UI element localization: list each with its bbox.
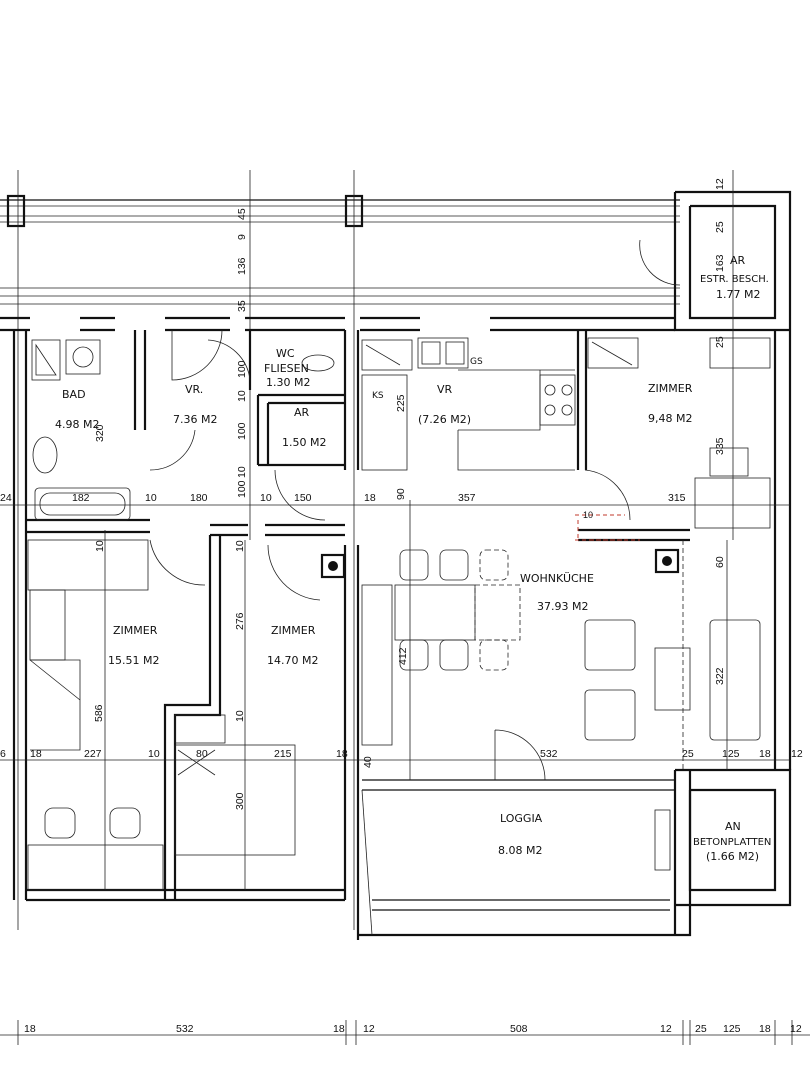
room-loggia-area: 8.08 M2 [498,844,542,857]
dim-m-10b: 10 [234,540,246,552]
dim-tr-25: 25 [714,221,726,233]
dimension-lines [0,170,810,1045]
dim-r2-40: 40 [362,756,374,768]
room-vr-mid-name: VR [437,383,453,396]
room-zimmer-mid-name: ZIMMER [271,624,316,637]
dim-top-35: 35 [236,300,248,312]
room-wc-name: WC [276,347,295,360]
dim-zimmer-mid-300: 300 [234,792,246,810]
room-zimmer-left-name: ZIMMER [113,624,158,637]
dim-m-10c: 10 [234,710,246,722]
room-ar-estr-area: 1.77 M2 [716,288,760,301]
fixtures [27,337,771,891]
room-zimmer-right-name: ZIMMER [648,382,693,395]
dim-r1-10a: 10 [145,492,157,504]
dim-b-18c: 18 [759,1023,771,1035]
dimension-text: 45 9 136 35 12 25 163 320 24 182 10 180 … [0,178,803,1035]
dim-b-25: 25 [695,1023,707,1035]
dim-b-12b: 12 [660,1023,672,1035]
dim-r2-125: 125 [722,748,740,760]
room-wc-area: 1.30 M2 [266,376,310,389]
dim-zimmer-left-586: 586 [93,704,105,722]
room-zimmer-mid-area: 14.70 M2 [267,654,318,667]
dim-r1-10b: 10 [260,492,272,504]
room-vr-mid-area: (7.26 M2) [418,413,471,426]
dim-r2-80: 80 [196,748,208,760]
room-an-sub: BETONPLATTEN [693,837,771,848]
room-loggia-name: LOGGIA [500,812,543,825]
room-labels: BAD 4.98 M2 VR. 7.36 M2 WC FLIESEN 1.30 … [55,254,771,863]
room-wohnkueche-area: 37.93 M2 [537,600,588,613]
dim-r2-215: 215 [274,748,292,760]
room-vr-left-name: VR. [185,383,203,396]
room-ks-label: KS [372,391,384,401]
dim-red-10: 10 [583,510,593,520]
dim-r1-357: 357 [458,492,476,504]
room-gs-label: GS [470,357,483,367]
room-ar-estr-name: AR [730,254,746,267]
dim-r2-532: 532 [540,748,558,760]
room-wc-sub: FLIESEN [264,362,309,375]
dim-v-100b: 100 [236,422,248,440]
dim-b-532: 532 [176,1023,194,1035]
dim-r2-6: 6 [0,748,6,760]
dim-r2-18c: 18 [759,748,771,760]
room-ar-name: AR [294,406,310,419]
dim-v-100a: 100 [236,360,248,378]
dim-r1-182: 182 [72,492,90,504]
dim-v-100c: 100 [236,480,248,498]
dim-b-12c: 12 [790,1023,802,1035]
room-bad-name: BAD [62,388,86,401]
dim-r1-180: 180 [190,492,208,504]
dim-r2-12: 12 [791,748,803,760]
dim-tr-12: 12 [714,178,726,190]
dim-r2-227: 227 [84,748,102,760]
room-ar-estr-sub: ESTR. BESCH. [700,274,769,285]
room-an-name: AN [725,820,741,833]
dim-m-322: 322 [714,667,726,685]
dim-b-18a: 18 [24,1023,36,1035]
dim-top-9: 9 [236,234,248,240]
dim-r2-18b: 18 [336,748,348,760]
dim-r2-25: 25 [682,748,694,760]
dim-b-12a: 12 [363,1023,375,1035]
room-wohnkueche-name: WOHNKÜCHE [520,572,594,585]
dim-b-18b: 18 [333,1023,345,1035]
dim-m-412: 412 [397,647,409,665]
dim-b-508: 508 [510,1023,528,1035]
dim-r2-18a: 18 [30,748,42,760]
dim-top-45: 45 [236,208,248,220]
room-vr-left-area: 7.36 M2 [173,413,217,426]
dim-v-10a: 10 [236,390,248,402]
dim-r1-150: 150 [294,492,312,504]
dim-top-136: 136 [236,257,248,275]
dim-v-335: 335 [714,437,726,455]
dim-r1-315: 315 [668,492,686,504]
room-zimmer-left-area: 15.51 M2 [108,654,159,667]
room-an-area: (1.66 M2) [706,850,759,863]
dim-m-60: 60 [714,556,726,568]
dim-r1-18: 18 [364,492,376,504]
dim-bath-320: 320 [94,424,106,442]
dim-v-90: 90 [395,488,407,500]
dim-m-10a: 10 [94,540,106,552]
dim-v-25: 25 [714,336,726,348]
dim-b-125: 125 [723,1023,741,1035]
room-zimmer-right-area: 9,48 M2 [648,412,692,425]
dim-tr-163: 163 [714,254,726,272]
doors [149,239,681,781]
room-bad-area: 4.98 M2 [55,418,99,431]
dim-r2-10: 10 [148,748,160,760]
dim-r1-24: 24 [0,492,12,504]
dim-v-10b: 10 [236,466,248,478]
room-ar-area: 1.50 M2 [282,436,326,449]
dim-m-276: 276 [234,612,246,630]
dim-v-225: 225 [395,394,407,412]
